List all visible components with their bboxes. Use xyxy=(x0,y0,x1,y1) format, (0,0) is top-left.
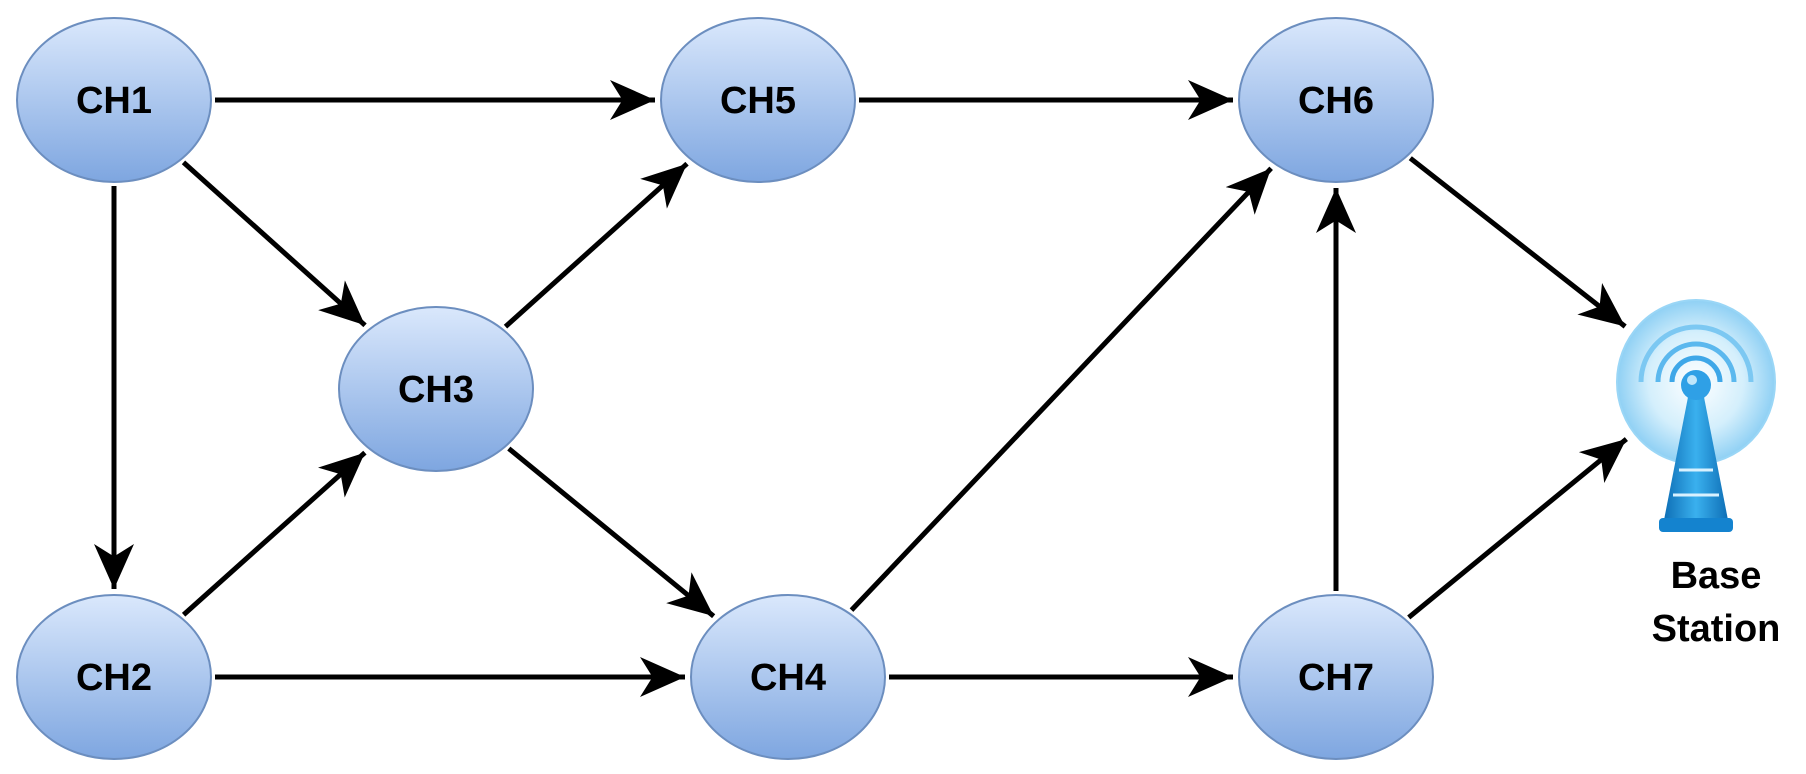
node-ch7: CH7 xyxy=(1238,594,1434,760)
node-ellipse xyxy=(660,17,856,183)
base-station-label-line2: Station xyxy=(1652,608,1781,650)
edge-ch6-to-base-station xyxy=(1408,156,1627,329)
antenna-tower-icon xyxy=(1616,299,1776,532)
node-ch3: CH3 xyxy=(338,306,534,472)
base-station: Base Station xyxy=(1616,299,1781,650)
node-ch2: CH2 xyxy=(16,594,212,760)
edge-ch1-to-ch3 xyxy=(181,160,367,328)
node-label: CH2 xyxy=(76,657,152,699)
node-label: CH7 xyxy=(1298,657,1374,699)
node-ch6: CH6 xyxy=(1238,17,1434,183)
base-station-label-line1: Base xyxy=(1671,555,1762,597)
edge-ch4-to-ch6 xyxy=(849,166,1273,612)
node-label: CH1 xyxy=(76,80,152,122)
node-ellipse xyxy=(690,594,886,760)
node-ellipse xyxy=(16,17,212,183)
edges-layer xyxy=(94,80,1628,697)
node-label: CH5 xyxy=(720,80,796,122)
node-ch5: CH5 xyxy=(660,17,856,183)
node-ellipse xyxy=(1238,594,1434,760)
node-label: CH4 xyxy=(750,657,826,699)
edge-ch3-to-ch4 xyxy=(507,446,716,619)
node-ellipse xyxy=(338,306,534,472)
node-ch1: CH1 xyxy=(16,17,212,183)
node-label: CH3 xyxy=(398,369,474,411)
edge-ch7-to-base-station xyxy=(1407,437,1628,620)
node-label: CH6 xyxy=(1298,80,1374,122)
node-ch4: CH4 xyxy=(690,594,886,760)
node-ellipse xyxy=(16,594,212,760)
edge-ch3-to-ch5 xyxy=(503,161,689,329)
edge-ch2-to-ch3 xyxy=(181,450,367,617)
node-ellipse xyxy=(1238,17,1434,183)
